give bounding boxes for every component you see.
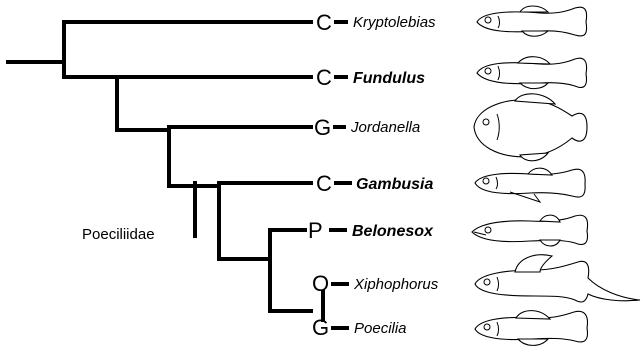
- fish-fundulus-icon: [477, 57, 587, 89]
- taxon-row-kryptolebias: C Kryptolebias: [316, 10, 436, 35]
- taxon-row-fundulus: C Fundulus: [316, 65, 425, 90]
- fish-jordanella-icon: [474, 94, 587, 161]
- fish-poecilia-icon: [475, 311, 588, 346]
- taxon-row-gambusia: C Gambusia: [316, 171, 433, 196]
- node-b-vertical: [64, 77, 117, 130]
- taxon-name: Jordanella: [350, 119, 420, 136]
- taxon-code: C: [316, 171, 332, 196]
- taxon-row-poecilia: G Poecilia: [312, 315, 407, 340]
- fish-belonesox-icon: [472, 215, 588, 246]
- taxon-name: Gambusia: [356, 176, 433, 193]
- taxon-code: G: [314, 115, 331, 140]
- fish-kryptolebias-icon: [477, 6, 587, 36]
- fish-gambusia-icon: [475, 168, 585, 202]
- taxon-name: Kryptolebias: [353, 14, 436, 31]
- taxon-row-jordanella: G Jordanella: [314, 115, 420, 140]
- taxon-name: Fundulus: [353, 70, 425, 87]
- taxon-name: Xiphophorus: [353, 276, 439, 293]
- taxon-row-xiphophorus: O Xiphophorus: [312, 271, 439, 296]
- clade-label-poeciliidae: Poeciliidae: [82, 226, 155, 243]
- taxon-code: C: [316, 65, 332, 90]
- taxon-code: P: [308, 218, 323, 243]
- fish-xiphophorus-icon: [475, 255, 640, 302]
- node-c-vertical: [117, 127, 169, 186]
- taxon-row-belonesox: P Belonesox: [308, 218, 434, 243]
- taxon-code: G: [312, 315, 329, 340]
- taxon-code: C: [316, 10, 332, 35]
- tree-branches: [8, 22, 323, 320]
- taxon-name: Poecilia: [354, 320, 407, 337]
- taxon-code: O: [312, 271, 329, 296]
- taxon-name: Belonesox: [352, 223, 434, 240]
